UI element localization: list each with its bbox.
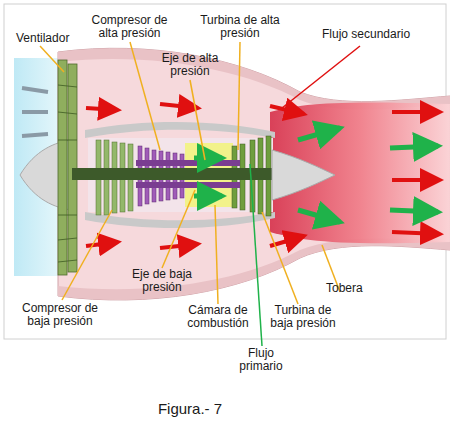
flow-label: Flujo primario [228, 347, 294, 373]
flow-label: Flujo secundario [322, 28, 432, 41]
part-label: Turbina de baja presión [262, 304, 344, 330]
part-label: Eje de alta presión [150, 52, 230, 78]
part-label: Turbina de alta presión [200, 14, 280, 40]
part-label: Tobera [326, 282, 386, 295]
part-label: Ventilador [16, 32, 86, 45]
part-label: Compresor de baja presión [10, 302, 110, 328]
part-label: Compresor de alta presión [82, 14, 177, 40]
figure-caption: Figura.- 7 [110, 400, 270, 417]
part-label: Eje de baja presión [122, 268, 202, 294]
part-label: Cámara de combustión [178, 304, 258, 330]
